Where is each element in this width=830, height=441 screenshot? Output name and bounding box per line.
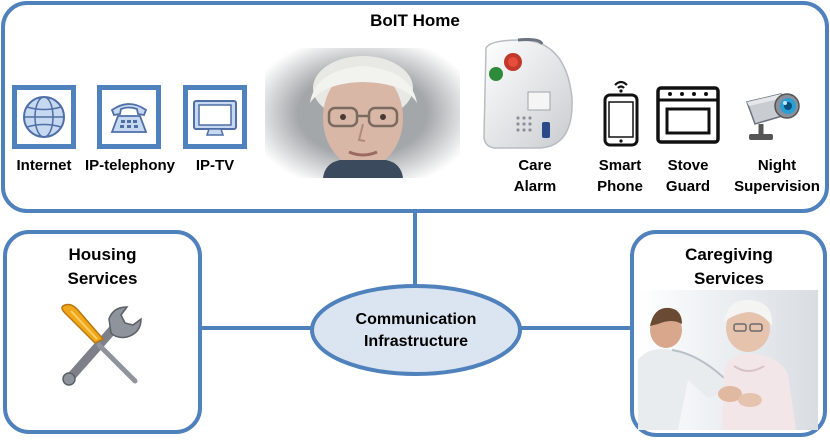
internet-tile [12,85,76,149]
communication-infrastructure-label: Communication Infrastructure [326,309,506,353]
caregiving-services-title: Caregiving Services [640,243,818,291]
housing-services-title-line2: Services [67,269,138,288]
stove-guard-label-line1: Stove [667,157,709,174]
care-alarm-icon [483,38,573,149]
ip-telephony-tile [97,85,161,149]
night-supervision-label: Night Supervision [728,155,826,197]
caregiving-services-title-line1: Caregiving [685,245,773,264]
elderly-woman-portrait [265,48,460,178]
stove-guard-label: Stove Guard [648,155,728,197]
communication-infrastructure-hub [310,284,522,376]
stove-guard-label-line2: Guard [665,178,711,195]
care-alarm-label-line2: Alarm [513,178,557,195]
housing-services-title: Housing Services [20,243,185,291]
care-alarm-label: Care Alarm [495,155,575,197]
internet-label: Internet [16,157,72,174]
smart-phone-label-line1: Smart [598,157,642,174]
housing-services-frame [3,230,202,434]
ip-tv-label: IP-TV [195,157,235,174]
smart-phone-label-line2: Phone [597,178,643,195]
telephone-icon [110,103,148,133]
care-alarm-label-line1: Care [518,157,552,174]
boit-home-title: BoIT Home [370,11,460,30]
smartphone-icon [603,80,639,147]
globe-icon [23,96,65,138]
smart-phone-label: Smart Phone [580,155,660,197]
ip-telephony-label: IP-telephony [84,157,175,174]
night-supervision-label-line2: Supervision [734,178,820,195]
caregiving-services-title-line2: Services [694,269,764,288]
caregiving-photo [638,290,818,430]
tv-icon [193,100,237,136]
camera-icon [746,93,800,140]
housing-services-title-line1: Housing [68,245,137,264]
night-supervision-label-line1: Night [757,157,797,174]
hub-label-line1: Communication [355,311,477,328]
stove-icon [656,86,720,144]
tools-icon [61,303,142,386]
ip-tv-tile [183,85,247,149]
hub-label-line2: Infrastructure [363,333,469,350]
